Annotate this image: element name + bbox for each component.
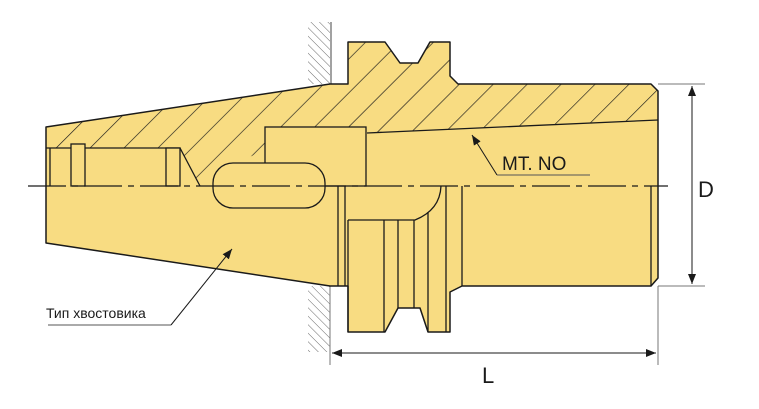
shank-type-callout — [48, 248, 233, 326]
spindle-wall — [308, 22, 332, 365]
morse-taper-bore — [366, 119, 659, 134]
dimension-d — [658, 83, 705, 287]
dimension-d-label: D — [698, 177, 714, 202]
section-hatch — [46, 42, 658, 186]
shank-type-label: Тип хвостовика — [46, 305, 146, 321]
mt-no-label: MT. NO — [502, 154, 566, 175]
dimension-l-label: L — [482, 363, 494, 388]
dimension-l — [332, 286, 659, 365]
mt-no-callout — [471, 134, 590, 176]
